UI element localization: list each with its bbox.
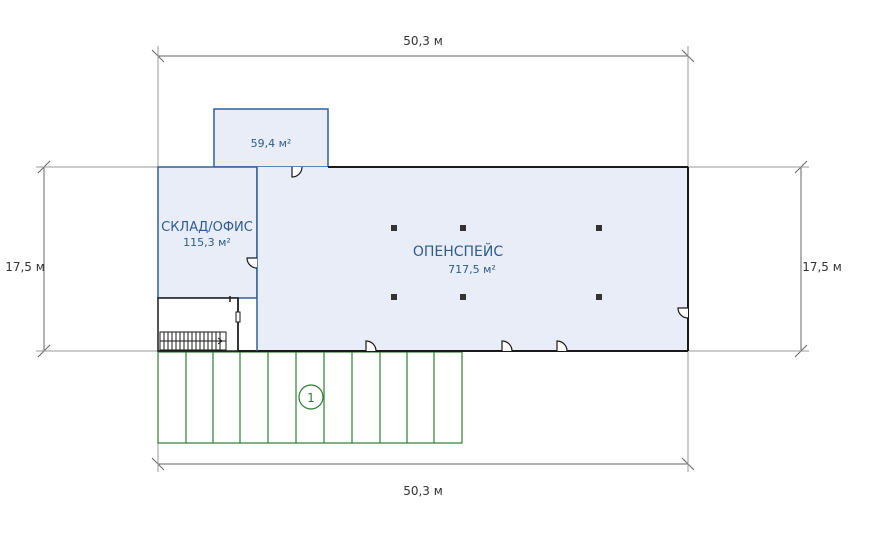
room-storage-office-area: 115,3 м² [183,236,231,249]
dimension-top-label: 50,3 м [403,34,443,48]
door-south-3 [556,340,568,352]
room-openspace-name: ОПЕНСПЕЙС [413,242,504,260]
dimension-right [688,160,809,358]
dimension-bottom [151,352,695,472]
door-storage [246,257,258,269]
dimension-left-label: 17,5 м [5,260,45,274]
door-south-2 [501,340,513,352]
dimension-left [36,160,158,358]
stairwell [157,296,241,352]
room-annex[interactable] [213,108,329,168]
door-annex [291,166,303,178]
door-south-1 [365,340,377,352]
parking-marker-label: 1 [307,391,315,405]
room-openspace-area: 717,5 м² [448,263,496,276]
dimension-bottom-label: 50,3 м [403,484,443,498]
doors [246,166,689,352]
room-openspace[interactable] [257,167,688,351]
dimension-right-label: 17,5 м [802,260,842,274]
door-east [677,307,689,319]
room-annex-area: 59,4 м² [251,137,292,150]
structural-columns [391,225,602,300]
room-storage-office-name: СКЛАД/ОФИС [161,220,253,235]
dimension-top [151,46,695,168]
parking-marker [298,384,324,410]
